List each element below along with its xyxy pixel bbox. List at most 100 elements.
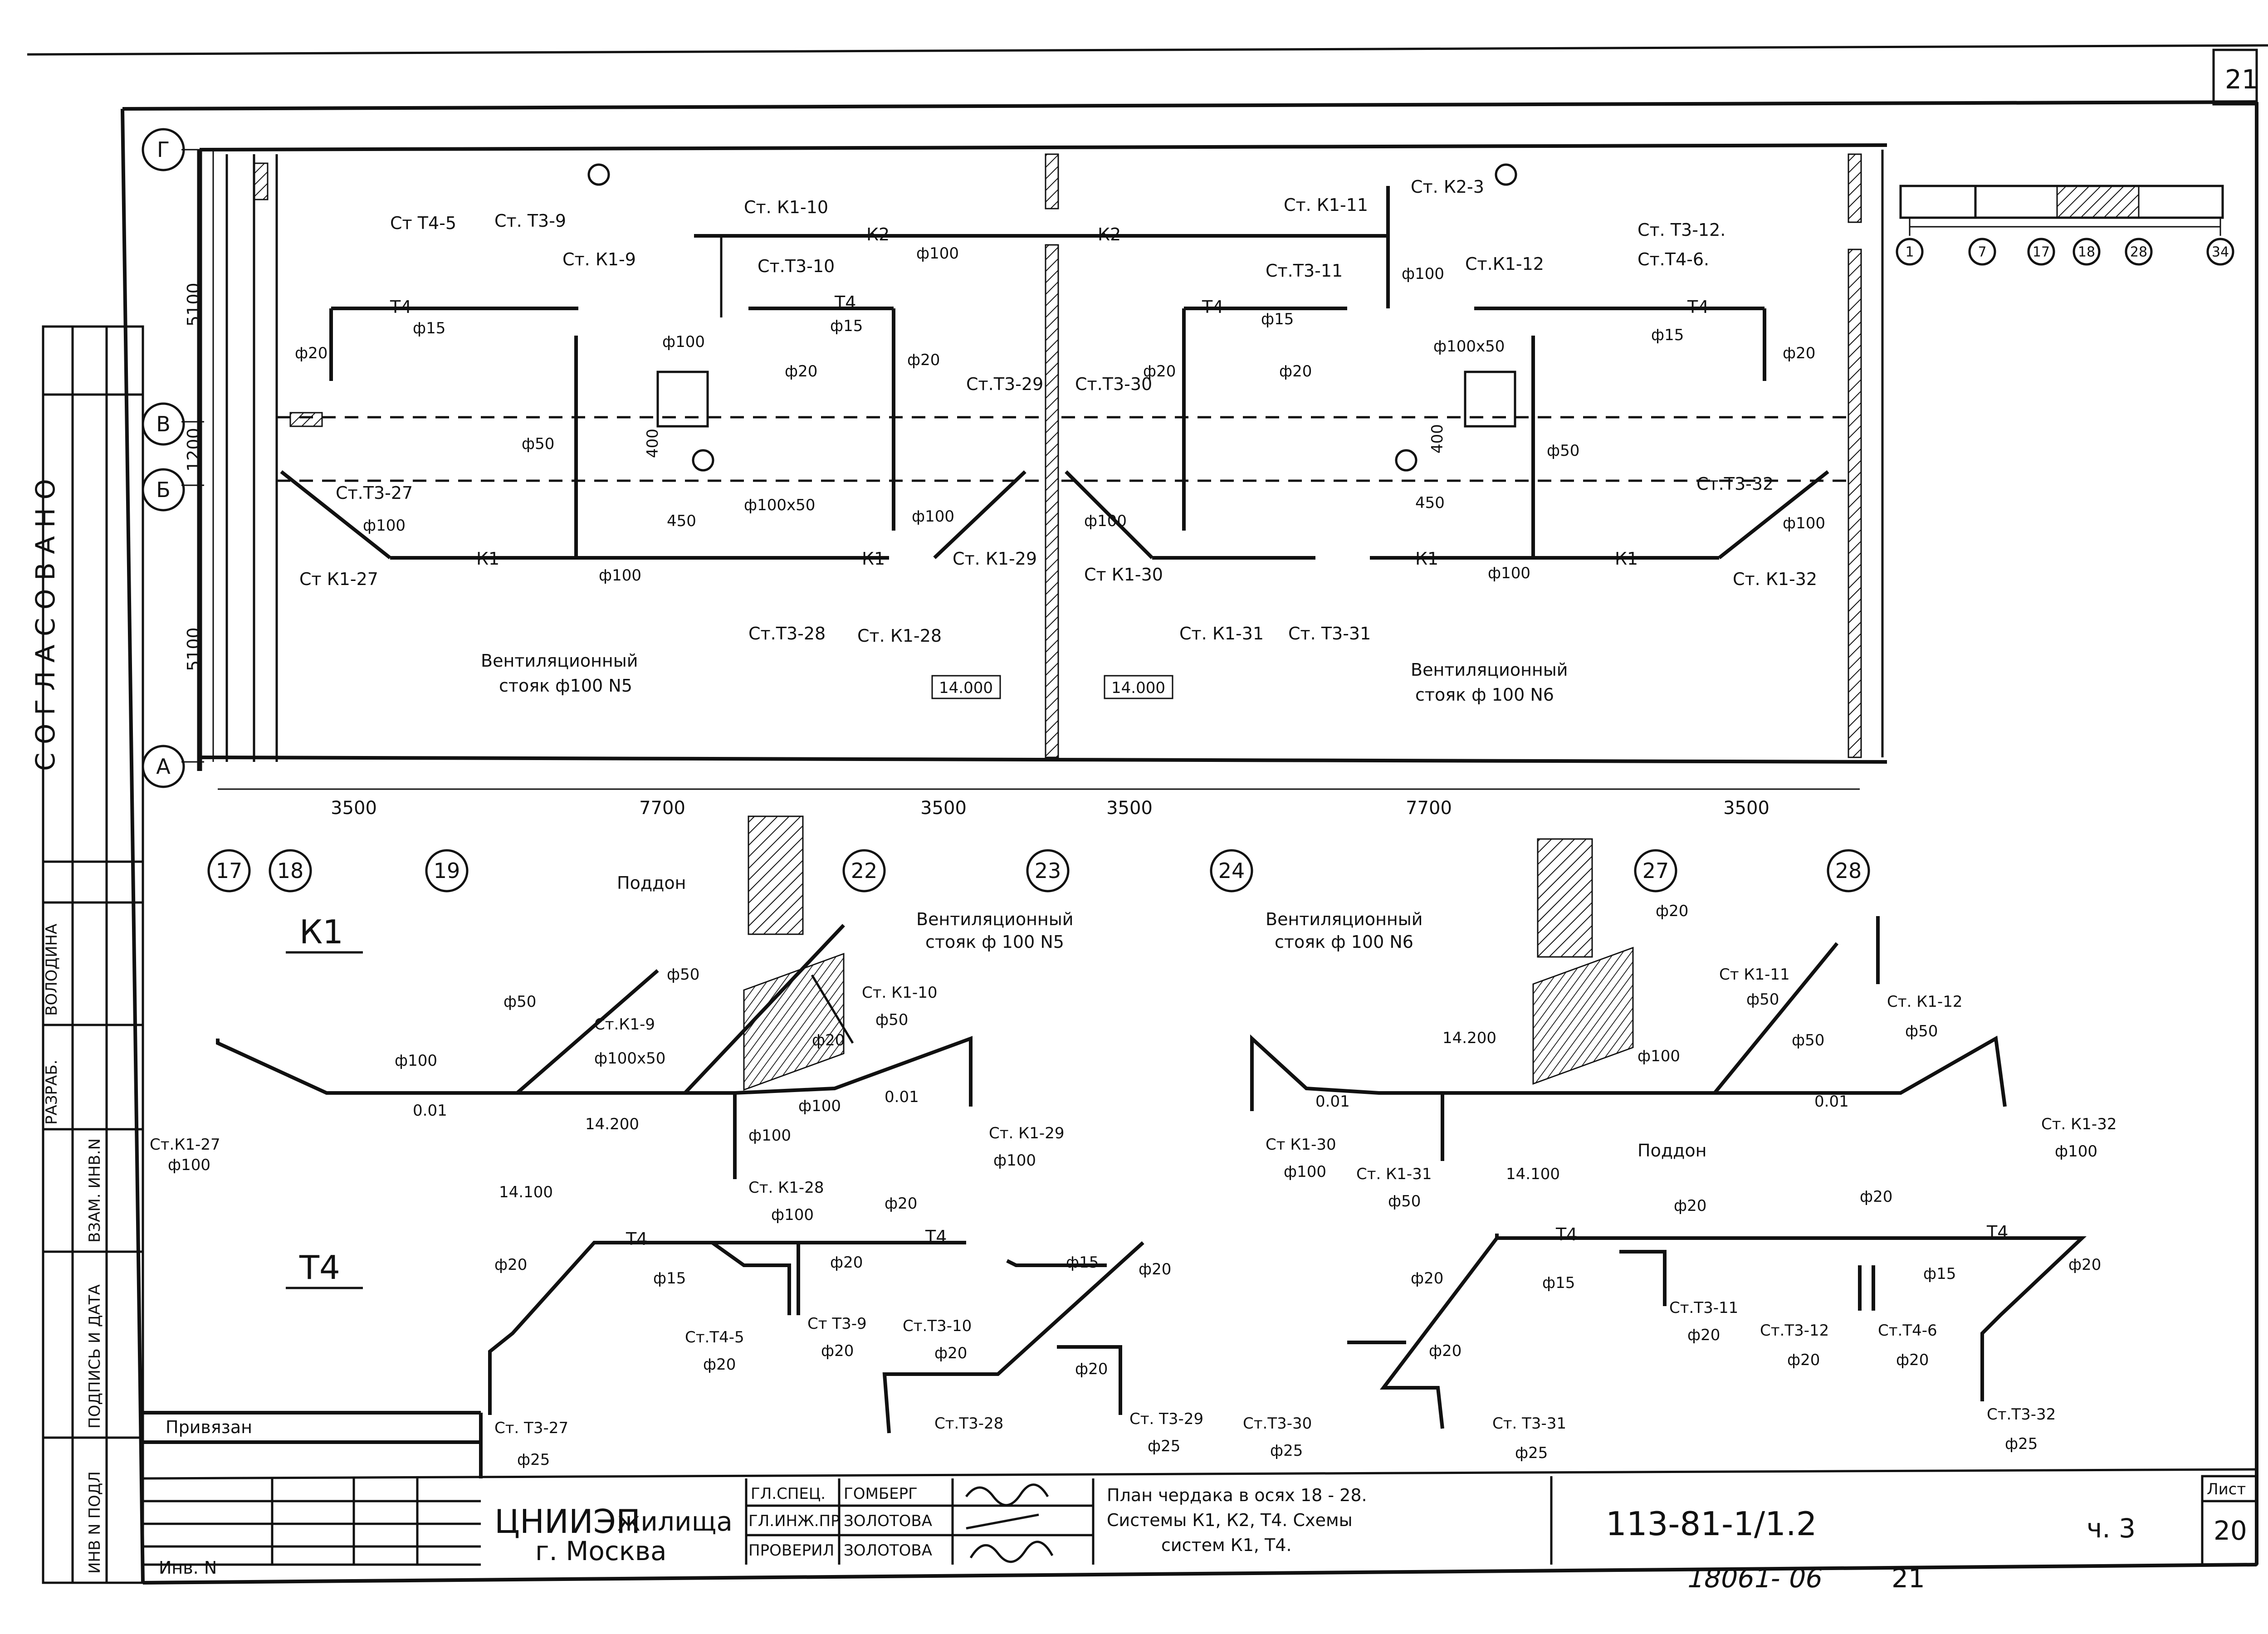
title-block: Привязан Инв. N ЦНИИЭП жилища г. Москва … xyxy=(142,1411,2258,1594)
plan-d20-c: ф20 xyxy=(785,362,817,380)
key-plan-marker-28: 28 xyxy=(2125,238,2153,266)
label-t4-left: Т4 xyxy=(390,297,411,317)
bottom-note: 18061- 06 xyxy=(1684,1563,1826,1594)
plan-st-t3-12: Ст. Т3-12. xyxy=(1637,220,1725,240)
row-axis-1: В xyxy=(142,402,185,446)
t4-d20-g: ф20 xyxy=(934,1344,967,1362)
row-dim-2: 1200 xyxy=(184,428,204,472)
k1-st-k1-32: Ст. К1-32 xyxy=(2041,1115,2116,1133)
privyazan-label: Привязан xyxy=(166,1417,252,1437)
sheet-number: 20 xyxy=(2214,1515,2247,1546)
t4-label-c: Т4 xyxy=(1555,1224,1577,1244)
vzam-inv-label: ВЗАМ. ИНВ.N xyxy=(86,1138,104,1243)
k1-vent5-line1: Вентиляционный xyxy=(916,909,1073,929)
row-axis-1-label: В xyxy=(156,412,171,436)
row-axis-3-label: А xyxy=(156,754,171,779)
plan-vent6-line1: Вентиляционный xyxy=(1411,660,1568,680)
plan-d100-d: ф100 xyxy=(599,566,641,585)
row-axis-0: Г xyxy=(142,128,185,171)
k1-d100-f: ф100 xyxy=(771,1206,814,1224)
t4-d20-k: ф20 xyxy=(1411,1269,1443,1288)
plan-d100x50-b: ф100х50 xyxy=(1433,337,1505,356)
col-axis-22-label: 22 xyxy=(851,858,878,883)
col-axis-24-label: 24 xyxy=(1218,858,1245,883)
plan-d100-i: ф100 xyxy=(1783,514,1825,532)
k1-st-k1-29: Ст. К1-29 xyxy=(989,1124,1064,1142)
label-k2-b: К2 xyxy=(1098,224,1121,244)
k1-st-k1-28: Ст. К1-28 xyxy=(748,1179,824,1197)
col-axis-28-label: 28 xyxy=(1835,858,1862,883)
t4-st-t3-29: Ст. Т3-29 xyxy=(1129,1410,1203,1428)
col-dim-1: 7700 xyxy=(639,798,685,819)
plan-st-k1-29: Ст. К1-29 xyxy=(953,549,1037,569)
t4-scheme: Т4 14.100 Т4 Т4 ф20 ф15 ф20 ф20 ф15 ф20 … xyxy=(286,1165,2101,1469)
plan-d100-g: ф100 xyxy=(1402,265,1444,283)
plan-d20-d: ф20 xyxy=(1143,362,1176,380)
t4-d20-e: ф20 xyxy=(703,1356,736,1374)
plan-st-t3-29: Ст.Т3-29 xyxy=(966,374,1043,394)
label-k1-d: К1 xyxy=(1615,549,1638,569)
t4-d20-l: ф20 xyxy=(2068,1256,2101,1274)
col-axis-19-label: 19 xyxy=(434,858,460,883)
plan-st-t3-31: Ст. Т3-31 xyxy=(1288,624,1371,644)
t4-st-t3-12: Ст.Т3-12 xyxy=(1760,1322,1829,1340)
k1-st-k1-31: Ст. К1-31 xyxy=(1356,1165,1432,1183)
t4-d20-h: ф20 xyxy=(1075,1360,1108,1378)
t4-st-t3-28: Ст.Т3-28 xyxy=(934,1415,1003,1433)
k1-scheme-title: К1 xyxy=(299,913,343,951)
col-axis-27-label: 27 xyxy=(1642,858,1669,883)
k1-st-k1-10: Ст. К1-10 xyxy=(862,984,937,1002)
plan-dim-400-a: 400 xyxy=(644,429,662,458)
t4-st-t3-30: Ст.Т3-30 xyxy=(1243,1415,1312,1433)
k1-slope-b: 0.01 xyxy=(885,1088,919,1106)
key-plan-marker-18: 18 xyxy=(2072,238,2101,266)
plan-st-k1-9: Ст. К1-9 xyxy=(562,249,636,269)
k1-lvl-14200-b: 14.200 xyxy=(1442,1029,1496,1047)
plan-vent6-line2: стояк ф 100 N6 xyxy=(1415,685,1554,705)
razrab-name: ВОЛОДИНА xyxy=(43,924,61,1016)
key-plan-marker-1-label: 1 xyxy=(1905,244,1914,260)
plan-st-t3-10: Ст.Т3-10 xyxy=(758,256,835,276)
k1-lvl-14200: 14.200 xyxy=(585,1115,639,1133)
name-1: ГОМБЕРГ xyxy=(844,1485,918,1503)
label-t4-mid: Т4 xyxy=(834,293,856,312)
t4-d25-c: ф25 xyxy=(1270,1442,1303,1460)
k1-st-k1-30: Ст К1-30 xyxy=(1266,1136,1336,1154)
plan-st-t3-30: Ст.Т3-30 xyxy=(1075,374,1152,394)
inv-n-label: Инв. N xyxy=(159,1558,217,1578)
plan-st-t3-32: Ст.Т3-32 xyxy=(1696,474,1774,494)
t4-d20-n: ф20 xyxy=(1787,1351,1820,1369)
label-k2-a: К2 xyxy=(866,224,890,244)
label-k1-c: К1 xyxy=(1415,549,1438,569)
t4-d20-f: ф20 xyxy=(821,1342,854,1360)
key-plan-marker-17: 17 xyxy=(2027,238,2055,266)
sheet-number-top: 21 xyxy=(2225,64,2258,95)
k1-d50-f: ф50 xyxy=(1792,1031,1824,1049)
plan-st-k1-30: Ст К1-30 xyxy=(1084,565,1163,585)
k1-d100-g: ф100 xyxy=(1637,1047,1680,1065)
k1-d100x50: ф100х50 xyxy=(594,1049,665,1068)
t4-d20-o: ф20 xyxy=(1896,1351,1929,1369)
title-line-3: систем К1, Т4. xyxy=(1161,1535,1292,1555)
t4-st-t3-31: Ст. Т3-31 xyxy=(1492,1415,1566,1433)
plan-d100-e: ф100 xyxy=(912,507,954,526)
title-line-1: План чердака в осях 18 - 28. xyxy=(1107,1485,1367,1505)
plan-level-1: 14.000 xyxy=(939,679,993,697)
col-dim-0: 3500 xyxy=(331,798,377,819)
col-dim-3: 3500 xyxy=(1106,798,1153,819)
plan-st-t3-27: Ст.Т3-27 xyxy=(336,483,413,503)
col-axis-17-label: 17 xyxy=(216,858,243,883)
plan-st-t4-6: Ст.Т4-6. xyxy=(1637,249,1709,269)
t4-label-d: Т4 xyxy=(1986,1222,2008,1242)
k1-d50-a: ф50 xyxy=(503,993,536,1011)
plan-d100-b: ф100 xyxy=(916,244,959,263)
label-k1-b: К1 xyxy=(862,549,885,569)
title-line-2: Системы К1, К2, Т4. Схемы xyxy=(1107,1510,1353,1530)
k1-vent6-line1: Вентиляционный xyxy=(1266,909,1422,929)
k1-st-k1-12: Ст. К1-12 xyxy=(1887,993,1962,1011)
plan-dim-450-a: 450 xyxy=(667,512,696,530)
bottom-note-page: 21 xyxy=(1892,1563,1925,1594)
col-axis-28: 28 xyxy=(1827,849,1870,893)
